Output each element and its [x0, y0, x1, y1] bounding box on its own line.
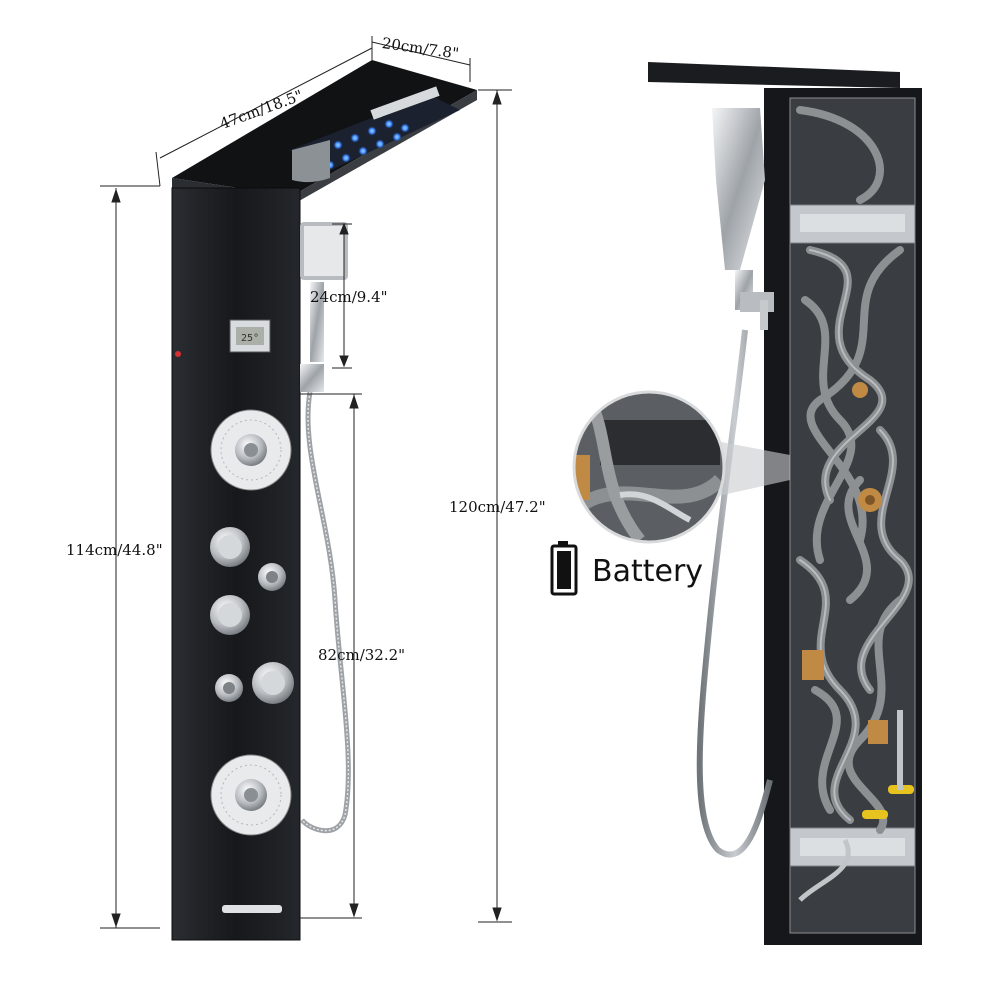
dimension-panel-height: 114cm/44.8" [66, 541, 163, 559]
back-hose [696, 329, 773, 858]
brass-fittings [802, 382, 888, 744]
indicator-dot [175, 351, 181, 357]
dimension-handheld-length: 24cm/9.4" [310, 288, 388, 306]
massage-jet-top [210, 409, 292, 491]
svg-text:25°: 25° [241, 333, 259, 344]
battery-icon [550, 541, 578, 596]
rain-head-top [172, 60, 477, 196]
led-lights [325, 119, 410, 170]
rain-head-back [648, 62, 900, 88]
dimension-total-height: 120cm/47.2" [449, 498, 546, 516]
temperature-display: 25° [229, 319, 271, 353]
control-knobs [210, 527, 294, 704]
shower-hose [300, 391, 351, 834]
handheld-back [712, 108, 774, 330]
back-panel-illustration [550, 62, 922, 945]
massage-jet-bottom [210, 754, 292, 836]
battery-zoom-callout [572, 390, 726, 544]
handheld-shower [300, 222, 348, 392]
battery-label: Battery [592, 554, 704, 589]
dimension-lines [100, 36, 512, 929]
tub-spout [222, 905, 282, 913]
dimension-hose-height: 82cm/32.2" [318, 646, 406, 664]
front-panel-illustration: 25° [171, 60, 477, 941]
